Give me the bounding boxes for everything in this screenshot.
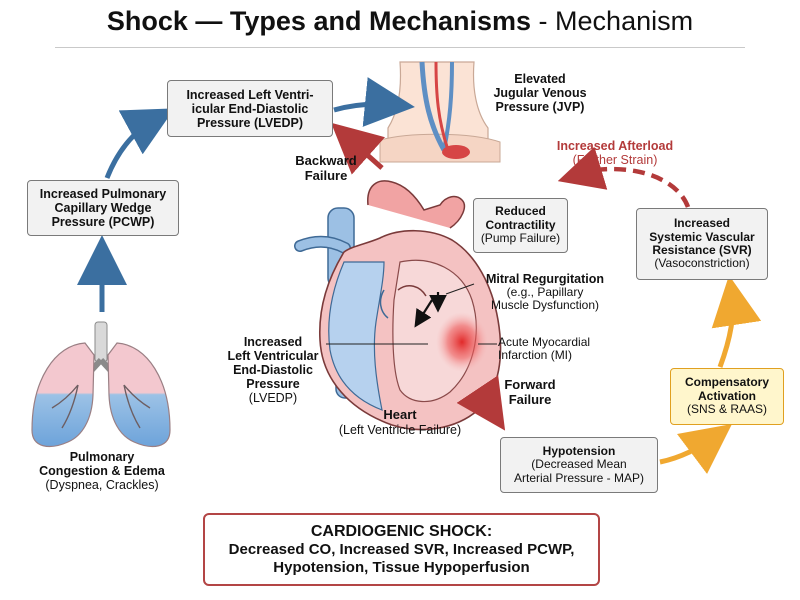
summary-box: CARDIOGENIC SHOCK: Decreased CO, Increas… (203, 513, 600, 586)
node-reduced-contractility: Reduced Contractility (Pump Failure) (473, 198, 568, 253)
heart-lvedp-sub: (LVEDP) (248, 391, 298, 405)
node-pcwp-line-1: Increased Pulmonary (39, 187, 167, 201)
backward-line-2: Failure (304, 167, 348, 183)
label-heart: Heart (Left Ventricle Failure) (325, 407, 475, 437)
jvp-line-3: Pressure (JVP) (495, 100, 585, 114)
compensatory-sub: (SNS & RAAS) (686, 402, 767, 417)
summary-heading: CARDIOGENIC SHOCK: (310, 523, 493, 541)
heart-sub: (Left Ventricle Failure) (338, 422, 462, 437)
label-backward-failure: Backward Failure (282, 153, 370, 183)
arrow-backward-failure (331, 122, 386, 175)
pulm-sub: (Dyspnea, Crackles) (45, 478, 159, 492)
afterload-title: Increased Afterload (556, 139, 674, 153)
lungs-illustration (31, 321, 171, 448)
arrow-forward-failure (456, 375, 506, 431)
node-lvedp-line-3: Pressure (LVEDP) (196, 115, 304, 130)
acute-mi-line-2: Infarction (MI) (498, 348, 573, 363)
summary-line-2: Hypotension, Tissue Hypoperfusion (273, 558, 530, 576)
node-compensatory-activation: Compensatory Activation (SNS & RAAS) (670, 368, 784, 425)
label-pulmonary-congestion: Pulmonary Congestion & Edema (Dyspnea, C… (18, 450, 186, 492)
arrow-pcwp-to-lvedp (104, 108, 175, 179)
svr-line-2: Systemic Vascular (649, 229, 755, 244)
mitral-title: Mitral Regurgitation (485, 272, 605, 286)
label-jvp: Elevated Jugular Venous Pressure (JVP) (480, 72, 600, 114)
pulm-line-1: Pulmonary (69, 450, 135, 464)
node-lvedp-line-1: Increased Left Ventri- (186, 87, 314, 102)
heart-lvedp-line-2: Left Ventricular (227, 349, 319, 363)
hypotension-sub-1: (Decreased Mean (531, 457, 627, 472)
forward-line-2: Failure (508, 391, 552, 407)
arrow-compensatory-to-svr (711, 275, 762, 368)
mitral-sub-1: (e.g., Papillary (506, 285, 584, 299)
arrow-hypotension-to-compensatory (659, 424, 733, 474)
mitral-sub-2: Muscle Dysfunction) (490, 298, 600, 313)
heart-title: Heart (383, 407, 417, 422)
mitral-leader-line (445, 283, 475, 295)
svr-line-3: Resistance (SVR) (652, 243, 752, 257)
label-heart-lvedp: Increased Left Ventricular End-Diastolic… (218, 335, 328, 405)
pulm-line-2: Congestion & Edema (39, 464, 165, 478)
hypotension-title: Hypotension (542, 443, 616, 458)
label-acute-mi: Acute Myocardial Infarction (MI) (498, 335, 608, 363)
svr-line-1: Increased (673, 216, 731, 231)
node-svr: Increased Systemic Vascular Resistance (… (636, 208, 768, 280)
heart-lvedp-line-3: End-Diastolic (233, 363, 313, 377)
label-mitral-regurgitation: Mitral Regurgitation (e.g., Papillary Mu… (474, 272, 616, 313)
node-lvedp: Increased Left Ventri- icular End-Diasto… (167, 80, 333, 137)
hypotension-sub-2: Arterial Pressure - MAP) (513, 470, 645, 485)
reduced-contractility-sub: (Pump Failure) (480, 231, 561, 246)
title-sub: - Mechanism (538, 6, 694, 36)
title-main: Shock — Types and Mechanisms (106, 6, 532, 36)
node-pcwp-line-2: Capillary Wedge (54, 201, 152, 215)
heart-illustration (294, 180, 502, 431)
forward-line-1: Forward (504, 377, 556, 392)
reduced-contractility-line-1: Reduced (495, 204, 546, 219)
node-hypotension: Hypotension (Decreased Mean Arterial Pre… (500, 437, 658, 493)
arrow-increased-afterload (557, 146, 691, 208)
node-pcwp-line-3: Pressure (PCWP) (51, 215, 155, 229)
jvp-line-2: Jugular Venous (493, 86, 587, 100)
svr-sub: (Vasoconstriction) (654, 256, 750, 271)
reduced-contractility-line-2: Contractility (485, 217, 556, 232)
jvp-line-1: Elevated (514, 72, 566, 86)
page-title: Shock — Types and Mechanisms - Mechanism (0, 6, 800, 37)
compensatory-line-1: Compensatory (684, 375, 770, 390)
heart-lvedp-line-4: Pressure (246, 377, 300, 391)
afterload-sub: (Further Strain) (572, 153, 658, 167)
arrow-lvedp-to-jvp (333, 77, 415, 127)
node-lvedp-line-2: icular End-Diastolic (191, 101, 309, 116)
label-forward-failure: Forward Failure (490, 377, 570, 407)
acute-mi-line-1: Acute Myocardial (498, 335, 591, 349)
node-pcwp: Increased Pulmonary Capillary Wedge Pres… (27, 180, 179, 236)
title-divider (55, 47, 745, 48)
compensatory-line-2: Activation (697, 388, 756, 403)
summary-line-1: Decreased CO, Increased SVR, Increased P… (228, 541, 575, 559)
label-increased-afterload: Increased Afterload (Further Strain) (535, 139, 695, 167)
heart-lvedp-line-1: Increased (243, 335, 303, 349)
backward-line-1: Backward (295, 153, 357, 168)
